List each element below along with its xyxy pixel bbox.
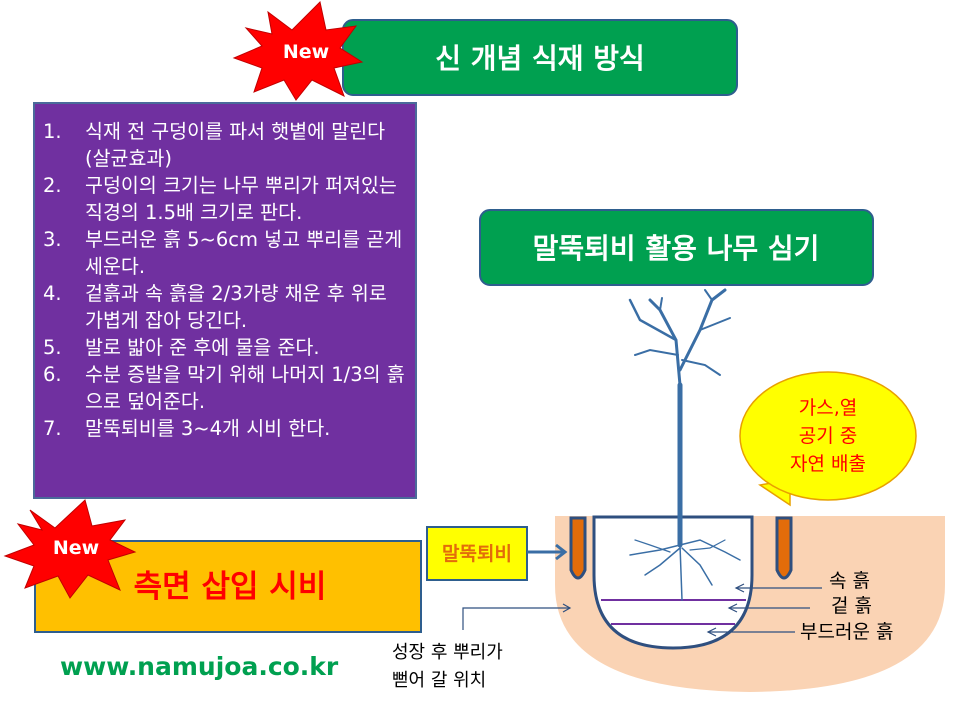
new-starburst-icon [232,0,364,101]
arrow-icon [462,583,822,637]
step-text: 말뚝퇴비를 3~4개 시비 한다. [85,417,331,440]
new-badge-top: New [283,41,329,63]
step-text: 겉흙과 속 흙을 2/3가량 채운 후 위로 가볍게 잡아 당긴다. [85,282,387,332]
planting-hole [592,515,754,650]
speech-bubble-body [739,371,917,501]
step-text: 수분 증발을 막기 위해 나머지 1/3의 흙으로 덮어준다. [85,363,405,413]
tree-icon [628,288,741,601]
step-item: 7. 말뚝퇴비를 3~4개 시비 한다. [43,415,409,442]
bubble-line-2: 공기 중 [799,425,857,447]
step-item: 1. 식재 전 구덩이를 파서 햇볕에 말린다(살균효과) [43,118,409,172]
step-item: 5. 발로 밟아 준 후에 물을 준다. [43,334,409,361]
diagram-title-box [479,209,874,286]
label-top-soil: 겉 흙 [831,595,872,617]
planting-steps-panel: 1. 식재 전 구덩이를 파서 햇볕에 말린다(살균효과) 2. 구덩이의 크기는 … [33,102,417,499]
step-text: 구덩이의 크기는 나무 뿌리가 퍼져있는 직경의 1.5배 크기로 판다. [85,174,397,224]
arrow-icon [527,543,568,561]
compost-stake-right [775,516,793,580]
new-badge-bottom: New [53,537,99,559]
planting-steps-list: 1. 식재 전 구덩이를 파서 햇볕에 말린다(살균효과) 2. 구덩이의 크기는 … [43,118,409,442]
step-item: 4. 겉흙과 속 흙을 2/3가량 채운 후 위로 가볍게 잡아 당긴다. [43,280,409,334]
step-number: 1. [43,120,62,143]
step-number: 3. [43,228,62,251]
stake-label: 말뚝퇴비 [442,543,512,565]
step-item: 2. 구덩이의 크기는 나무 뿌리가 퍼져있는 직경의 1.5배 크기로 판다. [43,172,409,226]
step-number: 6. [43,363,62,386]
label-soft-soil: 부드러운 흙 [800,621,893,643]
diagram-title: 말뚝퇴비 활용 나무 심기 [533,232,820,265]
step-number: 7. [43,417,62,440]
root-growth-line-2: 뻗어 갈 위치 [392,670,486,691]
step-number: 5. [43,336,62,359]
step-item: 3. 부드러운 흙 5~6cm 넣고 뿌리를 곧게 세운다. [43,226,409,280]
step-number: 2. [43,174,62,197]
side-banner: 측면 삽입 시비 [134,569,327,605]
stake-label-box [426,526,528,581]
step-text: 식재 전 구덩이를 파서 햇볕에 말린다(살균효과) [85,120,386,170]
step-item: 6. 수분 증발을 막기 위해 나머지 1/3의 흙으로 덮어준다. [43,361,409,415]
label-inner-soil: 속 흙 [829,570,870,592]
page-title: 신 개념 식재 방식 [435,42,645,75]
bubble-line-3: 자연 배출 [790,453,866,475]
root-growth-line-1: 성장 후 뿌리가 [392,642,503,663]
step-text: 부드러운 흙 5~6cm 넣고 뿌리를 곧게 세운다. [85,228,403,278]
step-number: 4. [43,282,62,305]
step-text: 발로 밟아 준 후에 물을 준다. [85,336,320,359]
website-link[interactable]: www.namujoa.co.kr [60,652,339,681]
bubble-line-1: 가스,열 [799,397,857,419]
compost-stake-left [569,516,587,580]
new-starburst-icon [3,499,137,599]
